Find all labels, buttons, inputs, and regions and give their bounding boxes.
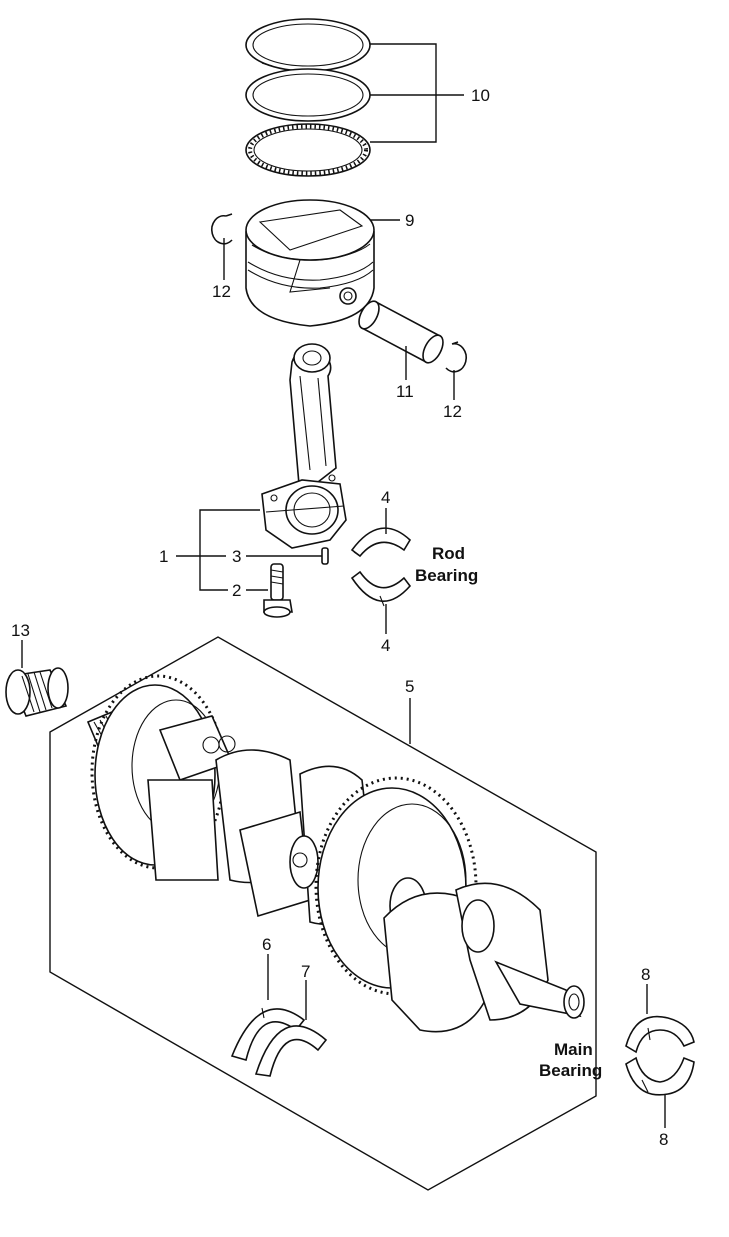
piston-ring-set (245, 18, 371, 177)
callout-13: 13 (11, 621, 30, 640)
callout-8-lower: 8 (659, 1130, 668, 1149)
leader-lines (21, 43, 666, 1128)
callout-5: 5 (405, 677, 414, 696)
thrust-bearing-7 (254, 1025, 328, 1077)
callout-11: 11 (396, 382, 414, 401)
rod-bearing-label-line2: Bearing (415, 566, 478, 585)
dowel-pin (321, 547, 329, 565)
rod-bearing-lower (350, 570, 412, 607)
piston-ring-second (245, 68, 371, 122)
crankshaft-assembly-outline (49, 636, 597, 1191)
callout-9: 9 (405, 211, 414, 230)
needle-bearing (5, 667, 69, 717)
crankshaft (86, 674, 585, 1033)
callout-4-lower: 4 (381, 636, 390, 655)
main-bearing-upper (625, 1015, 695, 1054)
callout-7: 7 (301, 962, 310, 981)
connecting-rod (261, 343, 347, 549)
main-bearing-label-line2: Bearing (539, 1061, 602, 1080)
callout-2: 2 (232, 581, 241, 600)
rod-bearing-label-line1: Rod (432, 544, 465, 563)
callout-3: 3 (232, 547, 241, 566)
rod-bearing-upper (350, 527, 412, 558)
piston (245, 199, 375, 327)
callout-12-left: 12 (212, 282, 231, 301)
thrust-bearing-6 (230, 1007, 306, 1061)
rod-bolt (263, 563, 293, 618)
callout-8-upper: 8 (641, 965, 650, 984)
callout-1: 1 (159, 547, 168, 566)
callout-4-upper: 4 (381, 488, 390, 507)
piston-ring-top (245, 18, 371, 72)
callout-10: 10 (471, 86, 490, 105)
callout-12-right: 12 (443, 402, 462, 421)
main-bearing-label-line1: Main (554, 1040, 593, 1059)
callout-6: 6 (262, 935, 271, 954)
piston-ring-oil (245, 123, 371, 177)
circlip-left (211, 213, 233, 245)
circlip-right (445, 341, 467, 373)
piston-pin (358, 300, 444, 364)
main-bearing-lower (625, 1056, 695, 1096)
